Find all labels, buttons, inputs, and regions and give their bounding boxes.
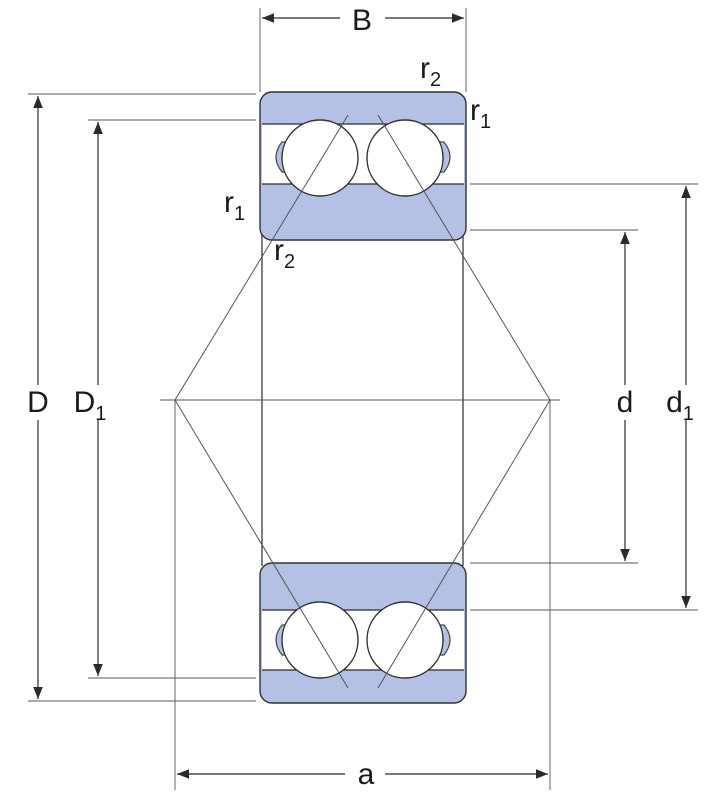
dimension-D1: D1 <box>74 122 107 676</box>
ball-lower-left <box>281 601 359 679</box>
dimension-d1: d1 <box>666 186 694 608</box>
label-D: D <box>27 386 49 419</box>
label-r2-left: r2 <box>274 234 295 273</box>
ball-upper-left <box>281 119 359 197</box>
dimension-B: B <box>262 4 464 37</box>
label-d: d <box>617 386 634 419</box>
label-r1-left: r1 <box>224 186 245 225</box>
label-r1-top: r1 <box>470 94 491 133</box>
upper-ring-section <box>259 91 467 241</box>
ball-upper-right <box>366 119 444 197</box>
label-a: a <box>358 758 375 791</box>
label-d1: d1 <box>666 386 694 425</box>
contact-angle-lines <box>160 114 560 689</box>
label-B: B <box>352 4 372 37</box>
bearing-bore-outline <box>261 230 464 566</box>
label-r2-top: r2 <box>420 52 441 91</box>
extension-lines <box>28 8 698 790</box>
dimension-D: D <box>27 96 49 699</box>
lower-ring-section <box>259 562 467 704</box>
label-D1: D1 <box>74 386 107 425</box>
dimension-d: d <box>617 232 634 561</box>
dimension-a: a <box>177 758 548 791</box>
ball-lower-right <box>366 601 444 679</box>
